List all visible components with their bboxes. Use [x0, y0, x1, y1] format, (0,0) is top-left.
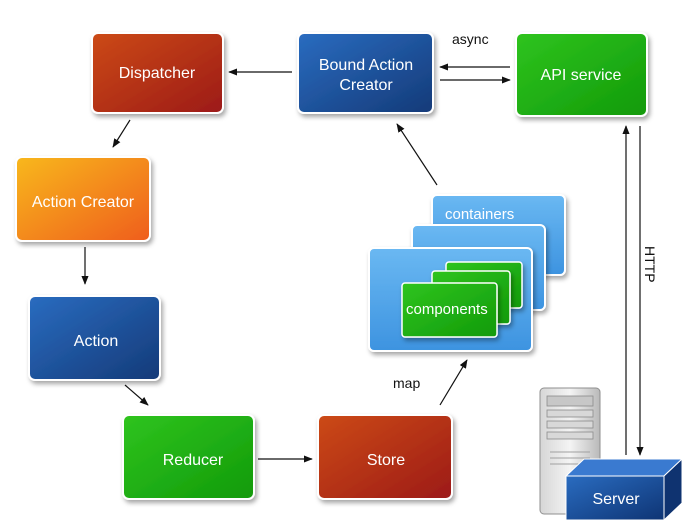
node-store-label: Store [367, 452, 405, 469]
node-action: Action [28, 295, 161, 381]
node-server: Server [539, 387, 684, 522]
node-components-label: components [406, 301, 488, 318]
node-reducer: Reducer [122, 414, 255, 500]
node-action-creator: Action Creator [15, 156, 151, 242]
node-bound-action-creator-label-line2: Creator [339, 77, 393, 94]
node-action-label: Action [74, 333, 118, 350]
node-containers-label: containers [445, 206, 514, 223]
node-bound-action-creator: Bound Action Creator [297, 32, 434, 114]
edge-label-http: HTTP [642, 246, 658, 283]
node-components-stack: components [401, 261, 523, 338]
edge-store-to-components [439, 359, 468, 406]
node-api-service-label: API service [541, 67, 622, 84]
edge-label-map: map [393, 375, 420, 391]
node-store: Store [317, 414, 453, 500]
node-action-creator-label: Action Creator [32, 194, 135, 211]
node-server-label: Server [592, 491, 640, 508]
node-api-service: API service [515, 32, 648, 117]
node-reducer-label: Reducer [163, 452, 224, 469]
edge-containers-to-bound [396, 123, 438, 186]
edge-label-async: async [452, 31, 489, 47]
server-box [564, 457, 684, 522]
node-bound-action-creator-label-line1: Bound Action [319, 57, 413, 74]
edge-dispatcher-to-action-creator [112, 119, 131, 148]
components-card-front [401, 282, 498, 338]
node-dispatcher: Dispatcher [91, 32, 224, 114]
edges [81, 63, 644, 463]
node-dispatcher-label: Dispatcher [119, 65, 196, 82]
edge-action-to-reducer [124, 384, 149, 406]
